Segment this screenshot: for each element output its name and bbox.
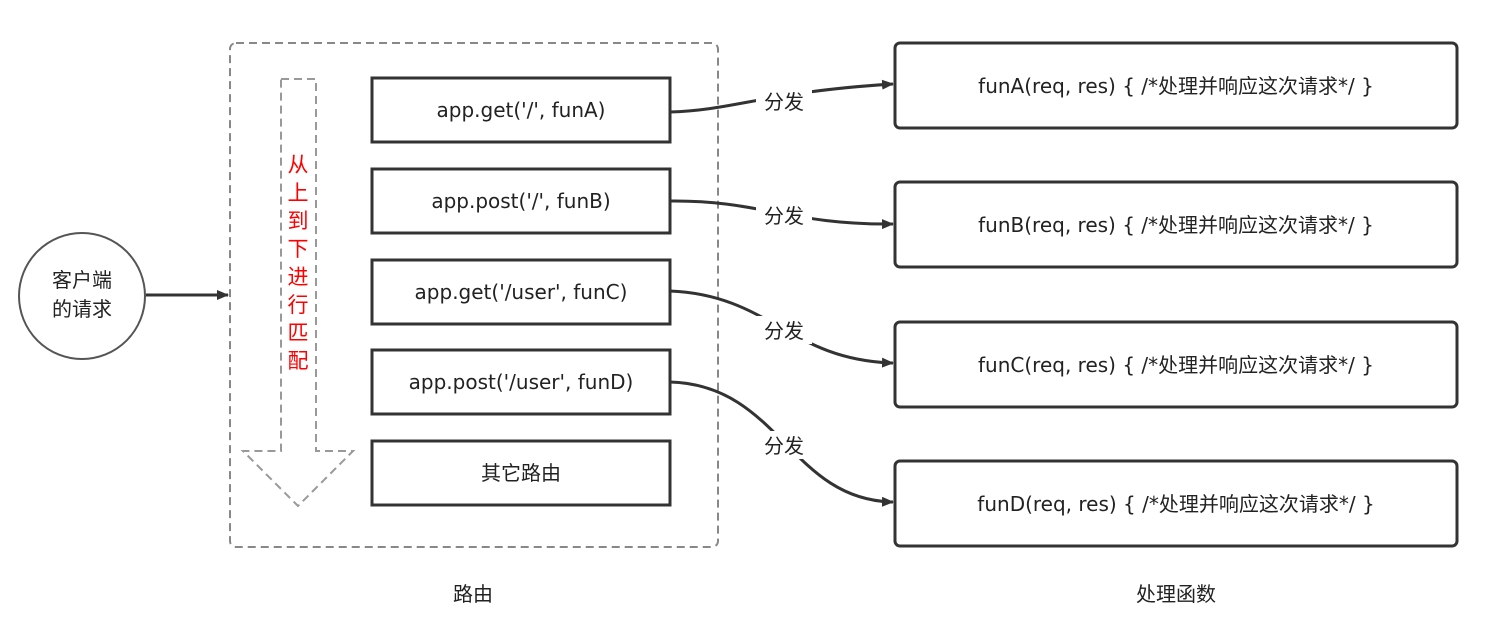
match-note-char: 匹 [288,321,309,345]
client-node: 客户端 的请求 [18,232,146,360]
dispatch-label-funD: 分发 [756,431,812,459]
match-order-arrow [240,78,356,508]
route-box-other: 其它路由 [370,439,672,507]
handler-box-funA: funA(req, res) { /*处理并响应这次请求*/ } [893,41,1459,130]
handler-label: funA(req, res) { /*处理并响应这次请求*/ } [978,74,1374,98]
route-box-funB: app.post('/', funB) [370,167,672,235]
handler-box-funD: funD(req, res) { /*处理并响应这次请求*/ } [893,459,1459,548]
dispatch-label: 分发 [764,434,804,458]
dispatch-label: 分发 [764,204,804,228]
dispatch-label-funA: 分发 [756,87,812,115]
handler-box-funB: funB(req, res) { /*处理并响应这次请求*/ } [893,180,1459,269]
route-label: app.get('/user', funC) [415,280,628,304]
match-note-char: 行 [288,293,309,317]
route-box-funA: app.get('/', funA) [370,76,672,144]
match-note-char: 到 [288,209,309,233]
match-note-char: 上 [288,181,309,205]
route-box-funC: app.get('/user', funC) [370,258,672,326]
dispatch-label: 分发 [764,90,804,114]
routes-caption: 路由 [453,582,493,606]
route-label: app.post('/user', funD) [409,370,634,394]
route-label: 其它路由 [481,461,561,485]
handler-box-funC: funC(req, res) { /*处理并响应这次请求*/ } [893,320,1459,409]
route-label: app.post('/', funB) [431,189,610,213]
match-note-char: 配 [288,349,309,373]
client-label-line2: 的请求 [52,297,112,321]
route-box-funD: app.post('/user', funD) [370,348,672,416]
match-note-char: 进 [288,265,309,289]
match-order-note: 从 上 到 下 进 行 匹 配 [288,153,309,373]
match-note-char: 从 [288,153,309,177]
client-label-line1: 客户端 [52,268,112,292]
handler-label: funC(req, res) { /*处理并响应这次请求*/ } [978,353,1374,377]
route-label: app.get('/', funA) [437,98,606,122]
handlers-caption: 处理函数 [1136,582,1216,606]
router-container [229,42,719,548]
handler-label: funB(req, res) { /*处理并响应这次请求*/ } [978,213,1374,237]
dispatch-label: 分发 [764,319,804,343]
match-note-char: 下 [288,237,309,261]
dispatch-label-funC: 分发 [756,316,812,344]
handler-label: funD(req, res) { /*处理并响应这次请求*/ } [977,492,1374,516]
dispatch-label-funB: 分发 [756,201,812,229]
